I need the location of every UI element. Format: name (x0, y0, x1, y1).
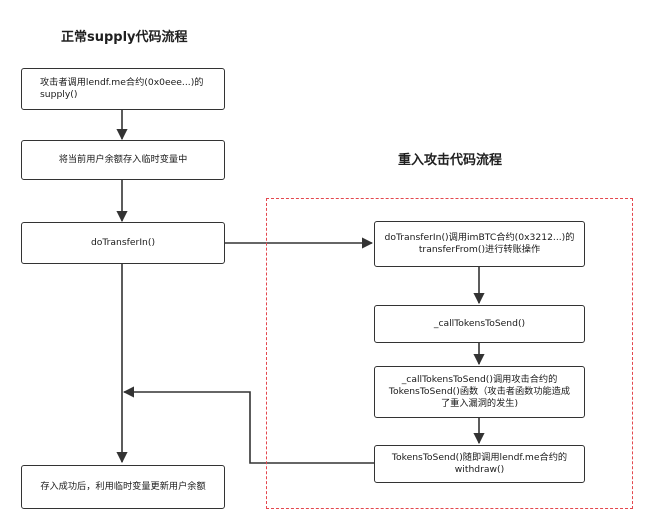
box-save-balance-temp: 将当前用户余额存入临时变量中 (21, 140, 225, 180)
box-tokenstosend-withdraw: TokensToSend()随即调用lendf.me合约的 withdraw() (374, 445, 585, 483)
box-tokenstosend-withdraw-line1: TokensToSend()随即调用lendf.me合约的 (391, 452, 568, 463)
box-calltokenstosend-calls-attacker-line3: 了重入漏洞的发生) (440, 398, 519, 409)
box-call-supply: 攻击者调用lendf.me合约(0x0eee...)的 supply() (21, 68, 225, 110)
box-tokenstosend-withdraw-line2: withdraw() (454, 464, 505, 475)
arrow-withdraw-return (122, 386, 374, 464)
box-calltokenstosend-line1: _callTokensToSend() (433, 318, 526, 329)
box-calltokenstosend-calls-attacker-line1: _callTokensToSend()调用攻击合约的 (401, 374, 558, 385)
box-transferfrom-line1: doTransferIn()调用imBTC合约(0x3212...)的 (384, 232, 575, 243)
title-reentry-attack-flow: 重入攻击代码流程 (398, 153, 503, 168)
title-normal-supply-flow: 正常supply代码流程 (61, 30, 188, 45)
box-calltokenstosend-calls-attacker-line2: TokensToSend()函数（攻击者函数功能造成 (388, 386, 571, 397)
box-transferfrom: doTransferIn()调用imBTC合约(0x3212...)的 tran… (374, 221, 585, 267)
box-call-supply-line2: supply() (40, 89, 78, 100)
box-calltokenstosend-calls-attacker: _callTokensToSend()调用攻击合约的 TokensToSend(… (374, 366, 585, 418)
box-dotransferin-line1: doTransferIn() (90, 237, 156, 248)
box-calltokenstosend: _callTokensToSend() (374, 305, 585, 343)
box-call-supply-line1: 攻击者调用lendf.me合约(0x0eee...)的 (40, 77, 204, 88)
box-update-balance-line1: 存入成功后，利用临时变量更新用户余额 (40, 481, 206, 492)
box-transferfrom-line2: transferFrom()进行转账操作 (418, 244, 541, 255)
box-save-balance-temp-line1: 将当前用户余额存入临时变量中 (58, 154, 188, 165)
box-dotransferin: doTransferIn() (21, 222, 225, 264)
box-update-balance: 存入成功后，利用临时变量更新用户余额 (21, 465, 225, 509)
